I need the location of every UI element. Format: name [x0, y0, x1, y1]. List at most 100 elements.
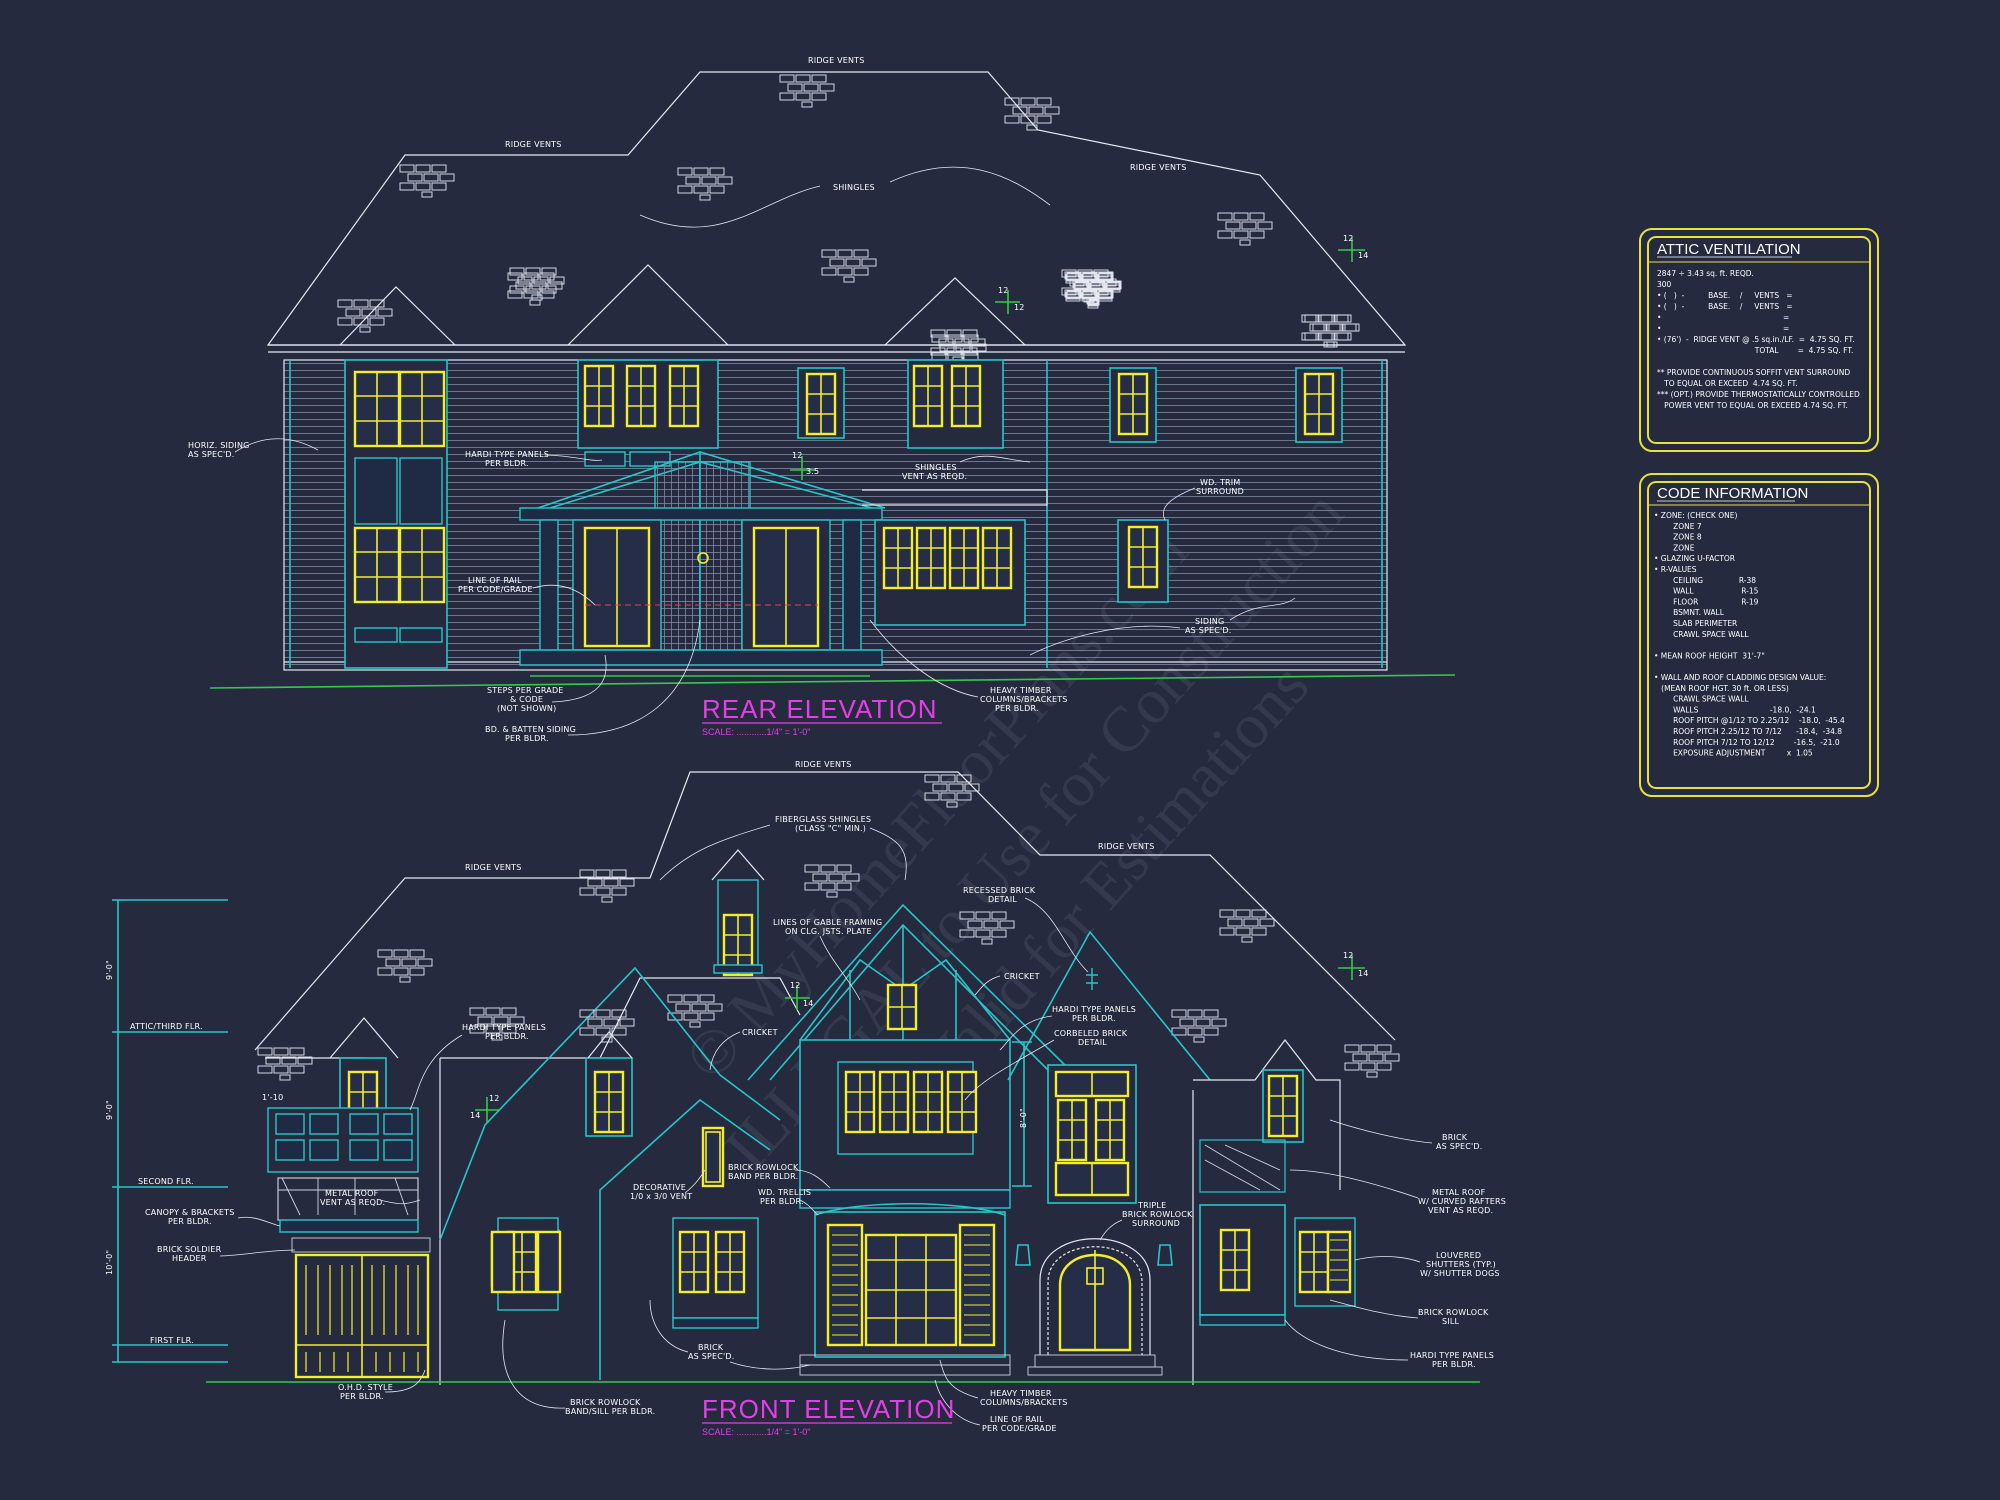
front-note-band-sill-1: BRICK ROWLOCK	[570, 1398, 641, 1407]
code-information-line: • R-VALUES	[1654, 565, 1697, 574]
front-note-brick-mid-1: BRICK	[698, 1343, 724, 1352]
front-note-brick-mid-2: AS SPEC'D.	[688, 1352, 735, 1361]
code-information-line: ZONE	[1654, 543, 1695, 552]
front-note-fiberglass-2: (CLASS "C" MIN.)	[795, 824, 866, 833]
front-note-recessed-1: RECESSED BRICK	[963, 886, 1036, 895]
front-pitch-b-rise: 12	[790, 981, 801, 990]
front-note-rowlock-band-2: BAND PER BLDR.	[728, 1172, 798, 1181]
front-elevation: ATTIC/THIRD FLR. SECOND FLR. FIRST FLR. …	[105, 760, 1506, 1437]
code-information-line: • GLAZING U-FACTOR	[1654, 554, 1735, 563]
front-pitch-b: 12 14	[785, 981, 813, 1010]
front-note-cricket-2: CRICKET	[742, 1028, 778, 1037]
rear-pitch-c-run: 3.5	[806, 467, 819, 476]
code-information-line: BSMNT. WALL	[1654, 608, 1725, 617]
code-information-lines: • ZONE: (CHECK ONE) ZONE 7 ZONE 8 ZONE• …	[1654, 511, 1845, 758]
rear-elevation-scale: SCALE: ............1/4" = 1'-0"	[702, 727, 810, 737]
front-note-metal-curved-3: VENT AS REQD.	[1428, 1206, 1493, 1215]
front-note-rowlock-sill-2: SILL	[1442, 1317, 1459, 1326]
rear-note-steps-2: & CODE	[510, 695, 543, 704]
front-pitch-c-run: 14	[470, 1111, 481, 1120]
rear-pitch-b-run: 12	[1014, 303, 1025, 312]
rear-note-bd-batten-1: BD. & BATTEN SIDING	[485, 725, 576, 734]
front-note-timber-2: COLUMNS/BRACKETS	[980, 1398, 1068, 1407]
code-information-line: (MEAN ROOF HGT. 30 ft. OR LESS)	[1654, 684, 1789, 693]
front-pitch-a-run: 14	[1358, 969, 1369, 978]
rear-pitch-c-rise: 12	[792, 451, 803, 460]
rear-note-steps-3: (NOT SHOWN)	[497, 704, 556, 713]
rear-note-timber-2: COLUMNS/BRACKETS	[980, 695, 1068, 704]
front-note-corbel-2: DETAIL	[1078, 1038, 1107, 1047]
front-pitch-c-rise: 12	[489, 1094, 500, 1103]
rear-note-hardi-1: HARDI TYPE PANELS	[465, 450, 549, 459]
front-note-trellis-2: PER BLDR.	[760, 1197, 804, 1206]
front-note-cricket-1: CRICKET	[1004, 972, 1040, 981]
front-note-rail-2: PER CODE/GRADE	[982, 1424, 1057, 1433]
front-note-ridge-vents-2: RIDGE VENTS	[465, 863, 522, 872]
code-information-line: FLOOR R-19	[1654, 597, 1759, 606]
front-note-ridge-vents-1: RIDGE VENTS	[795, 760, 852, 769]
front-note-louvered-1: LOUVERED	[1436, 1251, 1481, 1260]
attic-ventilation-line: 300	[1657, 280, 1672, 289]
front-note-metal-roof-2: VENT AS REQD.	[320, 1198, 385, 1207]
rear-note-wd-trim-1: WD. TRIM	[1200, 478, 1240, 487]
front-note-hardi-c1: HARDI TYPE PANELS	[1410, 1351, 1494, 1360]
front-note-ohd-1: O.H.D. STYLE	[338, 1383, 393, 1392]
front-note-metal-roof-1: METAL ROOF	[325, 1189, 379, 1198]
attic-ventilation-line: TO EQUAL OR EXCEED 4.74 SQ. FT.	[1657, 379, 1798, 388]
front-note-canopy-1: CANOPY & BRACKETS	[145, 1208, 235, 1217]
level-second-label: SECOND FLR.	[138, 1177, 194, 1186]
front-note-rowlock-band-1: BRICK ROWLOCK	[728, 1163, 799, 1172]
rear-note-shingles-vent-1: SHINGLES	[915, 463, 957, 472]
dim-attic-height: 9'-0"	[105, 960, 114, 980]
front-note-triple-2: BRICK ROWLOCK	[1122, 1210, 1193, 1219]
front-note-corbel-1: CORBELED BRICK	[1054, 1029, 1128, 1038]
rear-note-wd-trim-2: SURROUND	[1196, 487, 1244, 496]
code-information-line: • ZONE: (CHECK ONE)	[1654, 511, 1737, 520]
front-note-gable-2: ON CLG. JSTS. PLATE	[785, 927, 872, 936]
rear-note-horiz-siding-2: AS SPEC'D.	[188, 450, 235, 459]
front-note-canopy-2: PER BLDR.	[168, 1217, 212, 1226]
front-roof-outline	[254, 771, 1396, 1051]
front-note-fiberglass-1: FIBERGLASS SHINGLES	[775, 815, 871, 824]
attic-ventilation-title: ATTIC VENTILATION	[1657, 241, 1801, 258]
rear-note-ridge-vents-2: RIDGE VENTS	[505, 140, 562, 149]
code-information-line: • MEAN ROOF HEIGHT 31'-7"	[1654, 651, 1765, 660]
rear-pitch-a-run: 14	[1358, 251, 1369, 260]
code-information-line: SLAB PERIMETER	[1654, 619, 1737, 628]
rear-elevation-title: REAR ELEVATION	[702, 694, 938, 724]
front-pitch-c: 12 14	[470, 1094, 500, 1122]
code-information-line: ROOF PITCH 2.25/12 TO 7/12 -18.4, -34.8	[1654, 727, 1842, 736]
dim-first-height: 10'-0"	[105, 1250, 114, 1275]
front-note-hardi-b1: HARDI TYPE PANELS	[1052, 1005, 1136, 1014]
code-information-line: WALL R-15	[1654, 587, 1759, 596]
rear-pitch-b-rise: 12	[998, 286, 1009, 295]
front-note-metal-curved-2: W/ CURVED RAFTERS	[1418, 1197, 1506, 1206]
front-note-hardi-b2: PER BLDR.	[1072, 1014, 1116, 1023]
front-elevation-title: FRONT ELEVATION	[702, 1394, 955, 1424]
attic-ventilation-line: 2847 ÷ 3.43 sq. ft. REQD.	[1657, 269, 1754, 278]
code-information-title: CODE INFORMATION	[1657, 485, 1808, 502]
code-information-line: CEILING R-38	[1654, 576, 1756, 585]
front-note-hardi-a2: PER BLDR.	[485, 1032, 529, 1041]
dim-second-height: 9'-0"	[105, 1100, 114, 1120]
attic-ventilation-line: • (76') - RIDGE VENT @ .5 sq.in./LF. = 4…	[1657, 335, 1855, 344]
code-information-line: ROOF PITCH 7/12 TO 12/12 -16.5, -21.0	[1654, 738, 1840, 747]
rear-roof-outline	[266, 71, 1407, 346]
level-first-label: FIRST FLR.	[150, 1336, 194, 1345]
front-note-hardi-c2: PER BLDR.	[1432, 1360, 1476, 1369]
code-information-line: EXPOSURE ADJUSTMENT x 1.05	[1654, 749, 1813, 758]
front-note-recessed-2: DETAIL	[988, 895, 1017, 904]
code-information-line: • WALL AND ROOF CLADDING DESIGN VALUE:	[1654, 673, 1826, 682]
front-note-deco-vent-1: DECORATIVE	[633, 1183, 686, 1192]
attic-ventilation-line: ** PROVIDE CONTINUOUS SOFFIT VENT SURROU…	[1657, 368, 1850, 377]
front-note-louvered-3: W/ SHUTTER DOGS	[1420, 1269, 1500, 1278]
code-information-panel: CODE INFORMATION • ZONE: (CHECK ONE) ZON…	[1639, 473, 1879, 797]
rear-note-ridge-vents-1: RIDGE VENTS	[808, 56, 865, 65]
code-information-line: CRAWL SPACE WALL	[1654, 630, 1749, 639]
rear-elevation: 12 14 12 12 12 3.5 RIDGE VENTS RIDGE VEN…	[188, 56, 1456, 743]
front-level-dimensions: ATTIC/THIRD FLR. SECOND FLR. FIRST FLR. …	[105, 899, 1028, 1363]
front-pitch-a: 12 14	[1338, 951, 1369, 980]
front-note-gable-1: LINES OF GABLE FRAMING	[773, 918, 882, 927]
rear-pitch-c: 12 3.5	[790, 451, 819, 480]
front-note-deco-vent-2: 1/0 x 3/0 VENT	[630, 1192, 692, 1201]
